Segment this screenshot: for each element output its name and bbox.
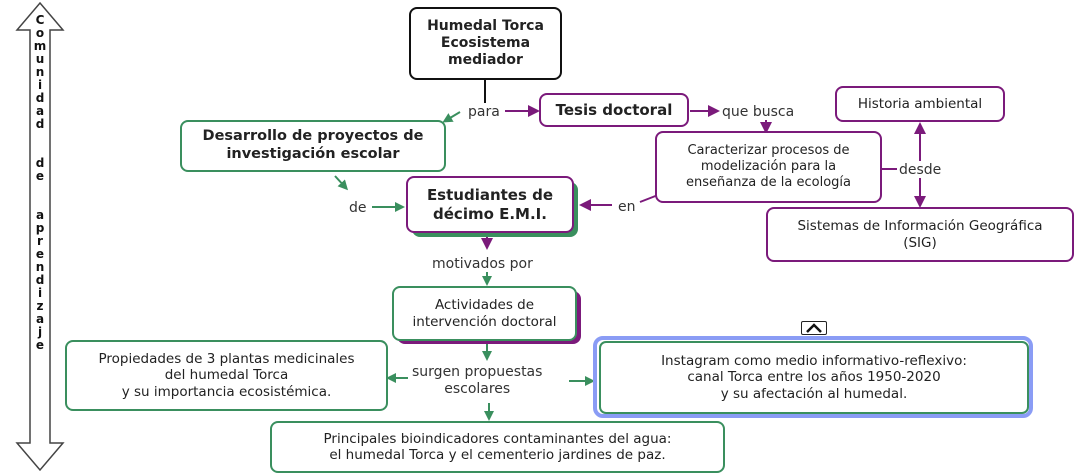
side-label-letter: d: [35, 117, 45, 131]
side-label-letter: a: [35, 104, 45, 118]
side-label-letter: o: [35, 26, 45, 40]
side-label-letter: u: [35, 52, 45, 66]
side-label-letter: e: [35, 247, 45, 261]
node-historia-ambiental[interactable]: Historia ambiental: [835, 86, 1005, 122]
node-instagram[interactable]: Instagram como medio informativo-reflexi…: [599, 341, 1029, 414]
link-label-surgen-propuestas: surgen propuestas escolares: [410, 363, 545, 399]
link-label-desde: desde: [897, 162, 944, 178]
node-bioindicadores[interactable]: Principales bioindicadores contaminantes…: [270, 421, 725, 473]
side-label-letter: n: [35, 65, 45, 79]
link-label-que-busca: que busca: [720, 104, 797, 120]
link-label-de: de: [347, 200, 369, 216]
side-label-letter: a: [35, 312, 45, 326]
side-label-letter: e: [35, 338, 45, 352]
side-label-letter: r: [37, 234, 43, 248]
link-label-en: en: [616, 199, 638, 215]
side-label-letter: z: [36, 299, 44, 313]
side-label-letter: n: [35, 260, 45, 274]
side-label-letter: C: [35, 13, 45, 27]
side-double-arrow: [15, 1, 65, 472]
node-actividades[interactable]: Actividades de intervención doctoral: [392, 286, 577, 341]
node-instagram-highlight: [593, 336, 1033, 418]
node-propiedades-plantas[interactable]: Propiedades de 3 plantas medicinales del…: [65, 340, 388, 411]
side-label-letter: i: [37, 78, 43, 92]
node-estudiantes[interactable]: Estudiantes de décimo E.M.I.: [406, 176, 574, 233]
side-label-letter: d: [35, 91, 45, 105]
link-label-motivados-por: motivados por: [430, 256, 535, 272]
node-caracterizar-procesos[interactable]: Caracterizar procesos de modelización pa…: [655, 131, 882, 203]
node-tesis-doctoral[interactable]: Tesis doctoral: [539, 93, 689, 127]
side-label-letter: d: [35, 156, 45, 170]
side-label-letter: j: [37, 325, 43, 339]
side-label-letter: m: [33, 39, 47, 53]
node-humedal-torca[interactable]: Humedal Torca Ecosistema mediador: [409, 7, 562, 80]
side-label-letter: i: [37, 286, 43, 300]
side-label-letter: e: [35, 169, 45, 183]
side-label-letter: p: [35, 221, 45, 235]
node-sig[interactable]: Sistemas de Información Geográfica (SIG): [766, 207, 1074, 262]
collapse-toggle-button[interactable]: [801, 321, 827, 335]
chevron-up-icon: [806, 323, 822, 333]
side-label-letter: a: [35, 208, 45, 222]
node-desarrollo-proyectos[interactable]: Desarrollo de proyectos de investigación…: [180, 120, 446, 172]
side-label-letter: d: [35, 273, 45, 287]
link-label-para: para: [466, 104, 502, 120]
